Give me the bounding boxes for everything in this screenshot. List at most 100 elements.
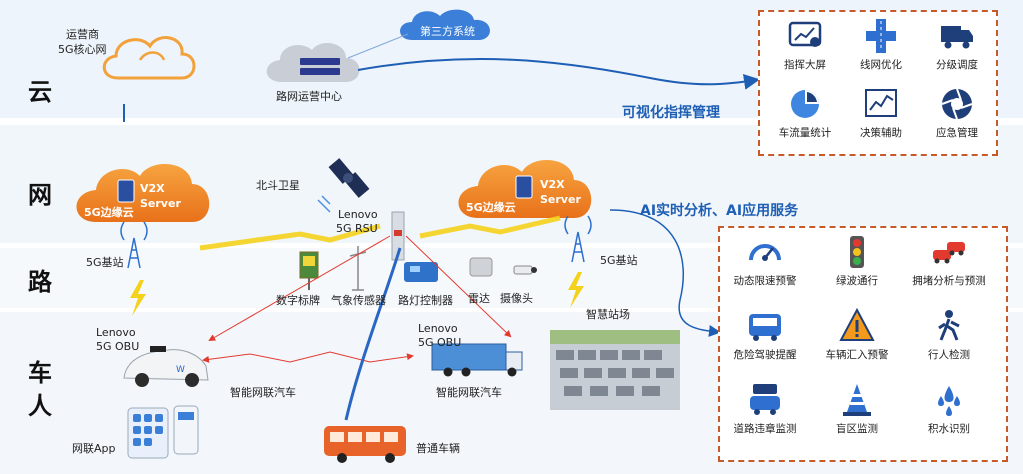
viz-command-label: 可视化指挥管理: [622, 105, 720, 121]
device-light-controller-label: 路灯控制器: [398, 294, 453, 307]
weather-sensor-icon: [349, 246, 367, 291]
aperture-icon: [939, 86, 975, 122]
violation-car-icon: [747, 382, 783, 418]
bus-label: 普通车辆: [416, 442, 460, 455]
bottom-service-label: 危险驾驶提醒: [733, 349, 797, 361]
svg-text:W: W: [176, 365, 185, 375]
autonomous-car-icon: W: [123, 346, 209, 387]
edge-cloud-right-icon: [458, 160, 592, 218]
bottom-service-item: 车辆汇入预警: [818, 307, 896, 362]
edge-cloud-right-server-2: Server: [540, 193, 581, 206]
edge-cloud-left-server-2: Server: [140, 197, 181, 210]
top-service-item: 指挥大屏: [766, 18, 844, 72]
third-party-cloud-icon: [400, 9, 491, 40]
top-service-label: 应急管理: [936, 127, 978, 139]
layer-label-net: 网: [28, 181, 52, 209]
road-network-icon: [863, 18, 899, 54]
rsu-label-line2: 5G RSU: [336, 222, 378, 235]
line-chart-icon: [863, 86, 899, 122]
bottom-service-label: 道路违章监测: [733, 423, 797, 435]
car-left-label: 智能网联汽车: [230, 386, 296, 399]
layer-label-cloud: 云: [28, 78, 52, 106]
bottom-service-item: 积水识别: [910, 382, 988, 436]
mobile-app-icon: [127, 405, 199, 459]
road-center-cloud-icon: [266, 43, 360, 82]
bottom-service-label: 车辆汇入预警: [825, 349, 889, 361]
bottom-service-label: 绿波通行: [836, 275, 878, 287]
operator-label-line2: 5G核心网: [58, 43, 107, 56]
bottom-service-item: 行人检测: [910, 308, 988, 362]
top-service-label: 线网优化: [860, 59, 902, 71]
top-service-item: 应急管理: [918, 86, 996, 140]
top-service-item: 决策辅助: [842, 86, 920, 140]
operator-cloud-icon: [102, 36, 196, 80]
bottom-service-label: 拥堵分析与预测: [912, 275, 986, 287]
device-camera-label: 摄像头: [500, 292, 533, 305]
device-weather-sensor-label: 气象传感器: [331, 294, 386, 307]
device-digital-sign-label: 数字标牌: [276, 294, 320, 307]
smart-station-parking-photo: [550, 330, 680, 410]
bottom-service-label: 盲区监测: [836, 423, 878, 435]
road-center-label: 路网运营中心: [276, 90, 342, 103]
edge-cloud-left-icon: [76, 164, 210, 222]
edge-cloud-left-server-1: V2X: [140, 182, 165, 195]
radar-icon: [469, 257, 493, 277]
lightning-left-icon: [130, 280, 146, 316]
ai-service-label: AI实时分析、AI应用服务: [640, 203, 799, 219]
bottom-service-item: 盲区监测: [818, 382, 896, 436]
bottom-service-item: 危险驾驶提醒: [726, 308, 804, 362]
app-label: 网联App: [72, 442, 116, 455]
truck-icon: [939, 18, 975, 54]
beidou-label: 北斗卫星: [256, 179, 300, 192]
obu-left-line2: 5G OBU: [96, 340, 140, 353]
bottom-services-box: [718, 226, 1008, 462]
top-service-label: 分级调度: [936, 59, 978, 71]
bottom-service-label: 行人检测: [928, 349, 970, 361]
warning-sign-icon: [839, 307, 875, 344]
camera-icon: [513, 265, 537, 275]
layer-label-road: 路: [28, 268, 52, 296]
base-station-right-icon: [564, 215, 592, 263]
obu-left-line1: Lenovo: [96, 326, 136, 339]
layer-label-person: 人: [28, 392, 52, 420]
base-station-left-icon: [120, 221, 148, 269]
bottom-service-label: 动态限速预警: [733, 275, 797, 287]
bottom-service-label: 积水识别: [928, 423, 970, 435]
bus-icon: [747, 308, 783, 344]
layer-label-car: 车: [28, 359, 52, 387]
bottom-service-item: 动态限速预警: [726, 234, 804, 288]
smart-station-label: 智慧站场: [586, 308, 630, 321]
top-service-item: 分级调度: [918, 18, 996, 72]
normal-bus-icon: [324, 426, 406, 463]
bottom-service-item: 拥堵分析与预测: [910, 234, 988, 288]
congestion-cars-icon: [931, 234, 967, 270]
bus-uplink-line: [344, 247, 402, 421]
rsu-label-line1: Lenovo: [338, 208, 378, 221]
top-service-item: 线网优化: [842, 18, 920, 72]
bottom-service-item: 绿波通行: [818, 234, 896, 288]
top-service-label: 指挥大屏: [784, 59, 826, 71]
edge-cloud-right-label: 5G边缘云: [466, 201, 516, 214]
traffic-light-icon: [839, 234, 875, 270]
obu-mid-line2: 5G OBU: [418, 336, 462, 349]
edge-cloud-right-server-1: V2X: [540, 178, 565, 191]
top-service-item: 车流量统计: [766, 86, 844, 140]
pedestrian-icon: [931, 308, 967, 344]
digital-sign-icon: [299, 251, 319, 290]
water-drops-icon: [931, 382, 967, 418]
smart-truck-icon: [431, 343, 523, 377]
third-party-label: 第三方系统: [420, 25, 475, 38]
bottom-service-item: 道路违章监测: [726, 382, 804, 436]
dashboard-screen-icon: [787, 18, 823, 54]
base-station-left-label: 5G基站: [86, 256, 124, 269]
traffic-cone-icon: [839, 382, 875, 418]
operator-label-line1: 运营商: [66, 28, 99, 41]
lightning-right-icon: [568, 272, 584, 308]
base-station-right-label: 5G基站: [600, 254, 638, 267]
satellite-icon: [317, 158, 370, 213]
car-mid-label: 智能网联汽车: [436, 386, 502, 399]
top-service-label: 车流量统计: [778, 127, 832, 139]
speedometer-icon: [747, 234, 783, 270]
street-light-controller-icon: [404, 262, 438, 282]
